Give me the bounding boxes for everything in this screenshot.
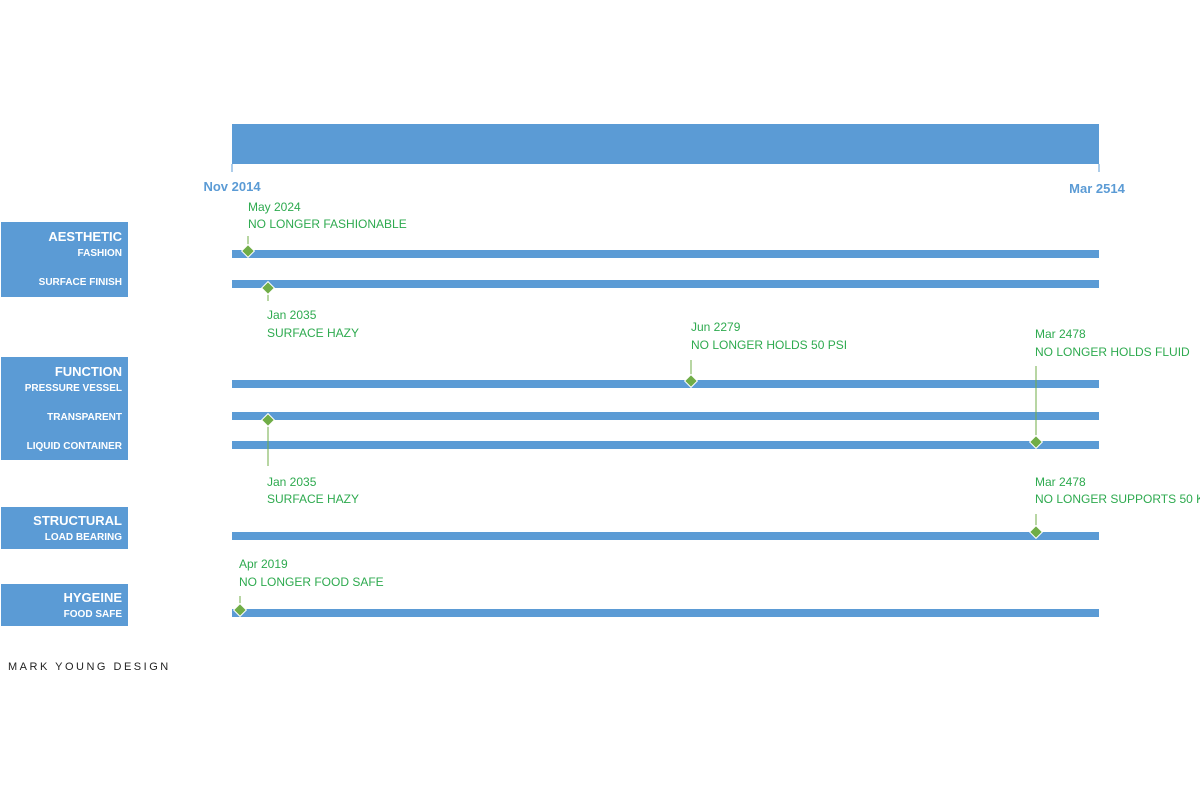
event-description: NO LONGER HOLDS 50 PSI (691, 338, 847, 352)
event-date: Mar 2478 (1035, 475, 1086, 489)
row-label-fashion: FASHION (78, 248, 122, 259)
row-label-pressure-vessel: PRESSURE VESSEL (25, 383, 122, 394)
row-label-surface-finish: SURFACE FINISH (39, 277, 122, 288)
timeline-header-band (232, 124, 1099, 164)
row-bar-load-bearing (232, 532, 1099, 540)
event-date: Apr 2019 (239, 557, 288, 571)
event-description: SURFACE HAZY (267, 492, 359, 506)
row-label-liquid-container: LIQUID CONTAINER (27, 441, 123, 452)
label-panel-function (1, 357, 128, 460)
label-panel-aesthetic (1, 222, 128, 297)
timeline-start-label: Nov 2014 (203, 179, 261, 194)
event-description: NO LONGER FASHIONABLE (248, 217, 407, 231)
event-date: May 2024 (248, 200, 301, 214)
event-description: SURFACE HAZY (267, 326, 359, 340)
row-bar-food-safe (232, 609, 1099, 617)
group-label-aesthetic: AESTHETIC (48, 229, 122, 244)
event-description: NO LONGER HOLDS FLUID (1035, 345, 1190, 359)
event-description: NO LONGER FOOD SAFE (239, 575, 384, 589)
event-marker-diamond (240, 243, 256, 259)
group-label-function: FUNCTION (55, 364, 122, 379)
timeline-end-label: Mar 2514 (1069, 181, 1125, 196)
row-bar-fashion (232, 250, 1099, 258)
row-label-load-bearing: LOAD BEARING (45, 532, 122, 543)
group-label-structural: STRUCTURAL (33, 513, 122, 528)
event-marker-diamond (683, 373, 699, 389)
row-label-transparent: TRANSPARENT (47, 412, 122, 423)
event-marker-diamond (1028, 524, 1044, 540)
event-description: NO LONGER SUPPORTS 50 KG (1035, 492, 1200, 506)
row-bar-pressure-vessel (232, 380, 1099, 388)
row-label-food-safe: FOOD SAFE (64, 609, 123, 620)
brand-wordmark: MARK YOUNG DESIGN (8, 661, 171, 673)
group-label-hygeine: HYGEINE (63, 590, 122, 605)
event-date: Jun 2279 (691, 320, 741, 334)
event-marker-diamond (232, 602, 248, 618)
label-panel-hygeine (1, 584, 128, 626)
event-marker-diamond (260, 412, 276, 428)
row-bar-liquid-container (232, 441, 1099, 449)
event-date: Jan 2035 (267, 475, 317, 489)
event-date: Mar 2478 (1035, 327, 1086, 341)
label-panel-structural (1, 507, 128, 549)
event-marker-diamond (1028, 434, 1044, 450)
row-bar-transparent (232, 412, 1099, 420)
row-bar-surface-finish (232, 280, 1099, 288)
event-date: Jan 2035 (267, 308, 317, 322)
event-marker-diamond (260, 280, 276, 296)
